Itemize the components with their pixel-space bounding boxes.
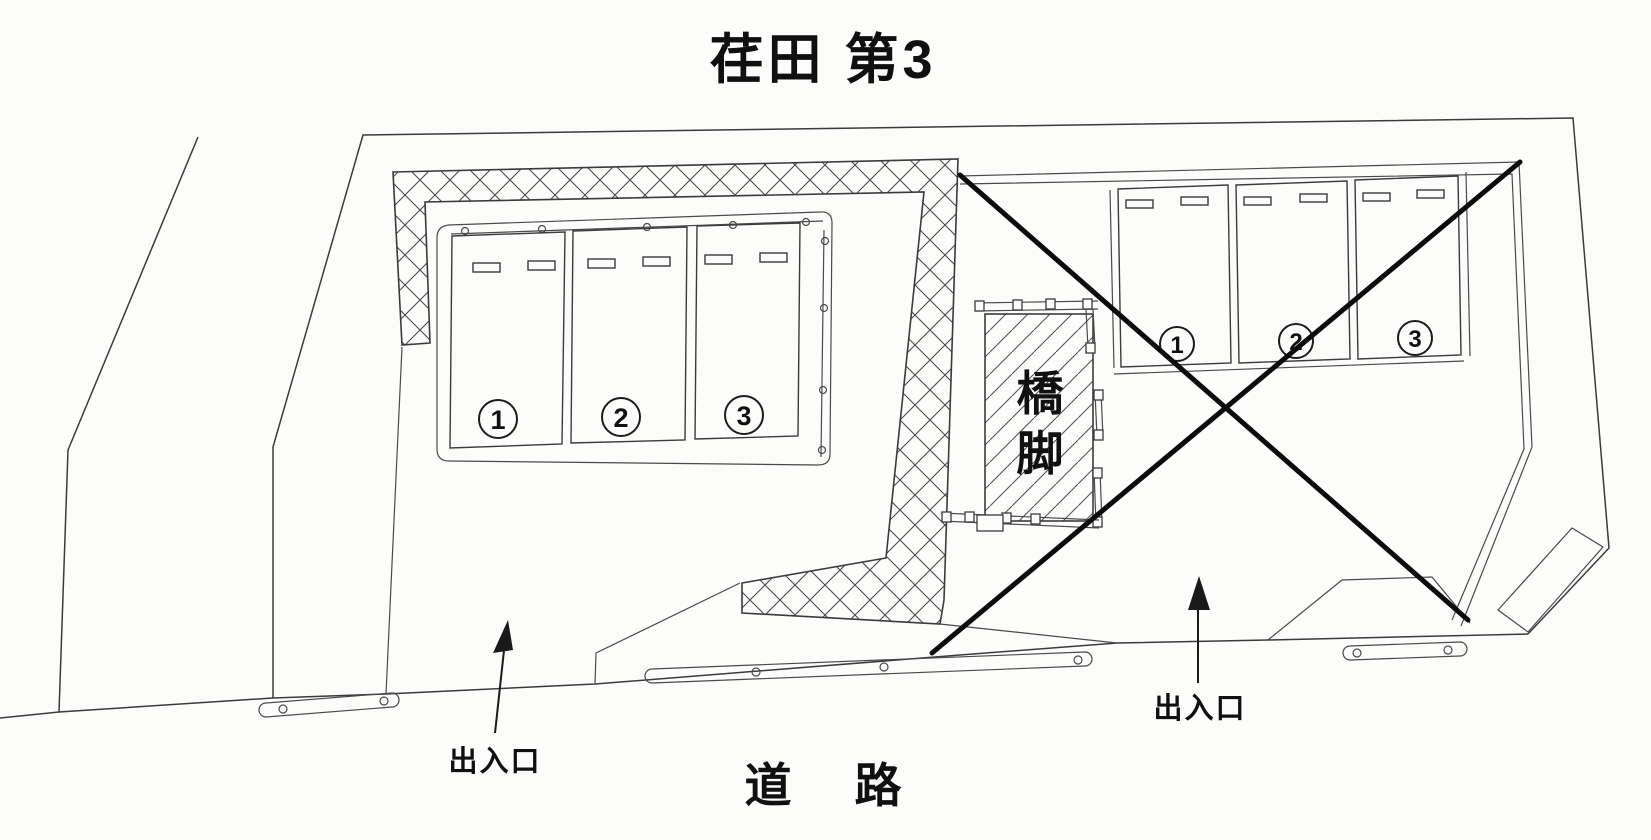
left-rail-inner-top <box>450 220 824 235</box>
pier-label-char2: 脚 <box>1017 427 1064 480</box>
guardrail-center <box>644 651 1093 684</box>
pier-label-char1: 橋 <box>1017 367 1064 420</box>
entrance-right: 出入口 <box>1153 576 1246 725</box>
space-number-badge-right-1: 1 <box>1159 326 1195 362</box>
right-cells-left-companion <box>1109 189 1115 369</box>
site-boundary <box>0 117 1610 719</box>
right-cells-right-companion <box>1465 171 1471 357</box>
wheel-stops-left <box>472 252 788 273</box>
space-number-left-1: 1 <box>490 405 505 435</box>
entrance-arrowhead-left-icon <box>493 620 513 653</box>
pier-fence <box>940 298 1104 532</box>
entrance-left: 出入口 <box>448 620 541 778</box>
right-cells-bottom-outer <box>1113 360 1465 375</box>
rail-post-circles <box>460 217 830 455</box>
entrance-label-right: 出入口 <box>1153 692 1246 725</box>
guardrail-right <box>1342 641 1468 661</box>
parking-space-left-3 <box>694 222 801 440</box>
pier-fence-gate <box>976 514 1004 532</box>
page-title: 荏田 第3 <box>709 30 936 90</box>
bottom-features <box>258 527 1604 718</box>
space-number-badge-left-3: 3 <box>724 395 764 435</box>
guardrail-left <box>258 692 400 718</box>
left-rail-outline <box>436 211 833 466</box>
plot-outline <box>272 117 1610 698</box>
wheel-stops-right <box>1125 189 1445 209</box>
cancellation-x-mark <box>929 159 1523 656</box>
right-fence-inner <box>959 173 1525 621</box>
space-number-right-3: 3 <box>1408 326 1421 353</box>
space-number-badge-left-1: 1 <box>478 399 518 439</box>
road-label: 道 路 <box>745 759 910 812</box>
right-ramp-mound <box>1267 576 1471 641</box>
space-number-right-1: 1 <box>1170 332 1183 359</box>
left-rail-inner-right <box>820 229 825 458</box>
parking-space-right-2 <box>1235 180 1351 364</box>
space-number-left-2: 2 <box>613 403 628 433</box>
neighbor-boundary-line <box>58 136 199 713</box>
space-number-left-3: 3 <box>736 401 751 431</box>
parking-space-left-1 <box>449 231 566 449</box>
space-number-badge-right-3: 3 <box>1397 320 1433 356</box>
retaining-wall <box>385 158 1118 695</box>
left-slope-edge <box>594 582 741 685</box>
right-fence-outer <box>959 161 1533 627</box>
wall-base-line <box>385 346 403 695</box>
road-edge-line <box>0 633 1529 719</box>
bridge-pier-body <box>984 313 1094 522</box>
parking-space-right-1 <box>1117 184 1232 368</box>
space-number-badge-left-2: 2 <box>601 397 641 437</box>
retaining-wall-hatched-band <box>392 158 959 625</box>
entrance-label-left: 出入口 <box>448 745 541 778</box>
entrance-arrowhead-right-icon <box>1188 576 1210 610</box>
right-parking-area: 1 2 3 <box>959 161 1533 627</box>
corner-ramp-block <box>1497 527 1604 633</box>
left-parking-area: 1 2 3 <box>436 211 833 466</box>
parking-space-left-2 <box>570 226 688 444</box>
right-slope-edge <box>939 623 1118 644</box>
bridge-pier: 橋 脚 <box>940 298 1104 532</box>
